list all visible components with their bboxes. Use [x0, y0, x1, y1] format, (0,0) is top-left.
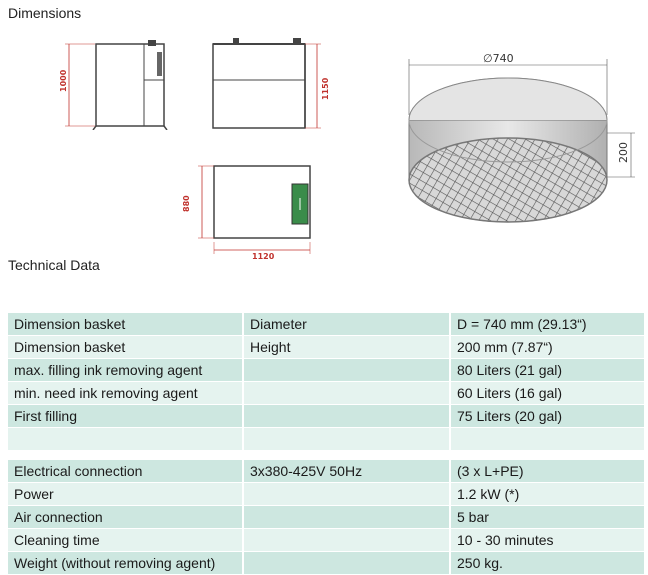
spec-value: 200 mm (7.87“) [449, 336, 644, 359]
spec-name: Electrical connection [8, 460, 242, 483]
spec-value: 10 - 30 minutes [449, 529, 644, 552]
spec-value: (3 x L+PE) [449, 460, 644, 483]
table-row: Dimension basket Height 200 mm (7.87“) [8, 336, 644, 359]
basket-diameter-label: ∅740 [483, 52, 514, 65]
side-view-drawing: 1000 [59, 40, 168, 130]
spec-name: Dimension basket [8, 336, 242, 359]
basket-drawing: ∅740 200 [408, 52, 635, 223]
top-view-drawing: 880 1120 [182, 165, 311, 261]
spec-detail [242, 552, 449, 575]
spec-value [449, 428, 644, 451]
spec-detail: 3x380-425V 50Hz [242, 460, 449, 483]
spec-name: min. need ink removing agent [8, 382, 242, 405]
spec-detail: Height [242, 336, 449, 359]
spec-name: Cleaning time [8, 529, 242, 552]
width-top-label: 1120 [252, 252, 275, 261]
spec-detail [242, 529, 449, 552]
front-view-drawing: 1150 [212, 38, 330, 129]
spec-detail [242, 483, 449, 506]
table-row: Dimension basket Diameter D = 740 mm (29… [8, 313, 644, 336]
table-row: First filling 75 Liters (20 gal) [8, 405, 644, 428]
table-row: Weight (without removing agent) 250 kg. [8, 552, 644, 575]
spec-value: 5 bar [449, 506, 644, 529]
spec-value: 75 Liters (20 gal) [449, 405, 644, 428]
table-row: Power 1.2 kW (*) [8, 483, 644, 506]
spec-name [8, 428, 242, 451]
machine-specs-table: Electrical connection 3x380-425V 50Hz (3… [8, 460, 644, 575]
spec-value: D = 740 mm (29.13“) [449, 313, 644, 336]
dimensions-heading: Dimensions [8, 5, 82, 21]
spec-value: 60 Liters (16 gal) [449, 382, 644, 405]
table-row: Electrical connection 3x380-425V 50Hz (3… [8, 460, 644, 483]
spec-detail [242, 506, 449, 529]
table-row: Cleaning time 10 - 30 minutes [8, 529, 644, 552]
spec-detail: Diameter [242, 313, 449, 336]
spec-name: max. filling ink removing agent [8, 359, 242, 382]
table-row: Air connection 5 bar [8, 506, 644, 529]
basket-specs-table: Dimension basket Diameter D = 740 mm (29… [8, 313, 644, 451]
spec-name: Dimension basket [8, 313, 242, 336]
table-row [8, 428, 644, 451]
spec-value: 80 Liters (21 gal) [449, 359, 644, 382]
spec-value: 1.2 kW (*) [449, 483, 644, 506]
height-side-label: 1000 [59, 69, 68, 92]
spec-detail [242, 382, 449, 405]
table-row: min. need ink removing agent 60 Liters (… [8, 382, 644, 405]
depth-top-label: 880 [182, 195, 191, 212]
spec-detail [242, 359, 449, 382]
height-front-label: 1150 [321, 77, 330, 100]
spec-name: Power [8, 483, 242, 506]
spec-detail [242, 428, 449, 451]
table-row: max. filling ink removing agent 80 Liter… [8, 359, 644, 382]
spec-name: First filling [8, 405, 242, 428]
spec-name: Air connection [8, 506, 242, 529]
technical-data-heading: Technical Data [8, 257, 100, 273]
basket-height-label: 200 [617, 142, 630, 163]
spec-value: 250 kg. [449, 552, 644, 575]
spec-detail [242, 405, 449, 428]
spec-name: Weight (without removing agent) [8, 552, 242, 575]
